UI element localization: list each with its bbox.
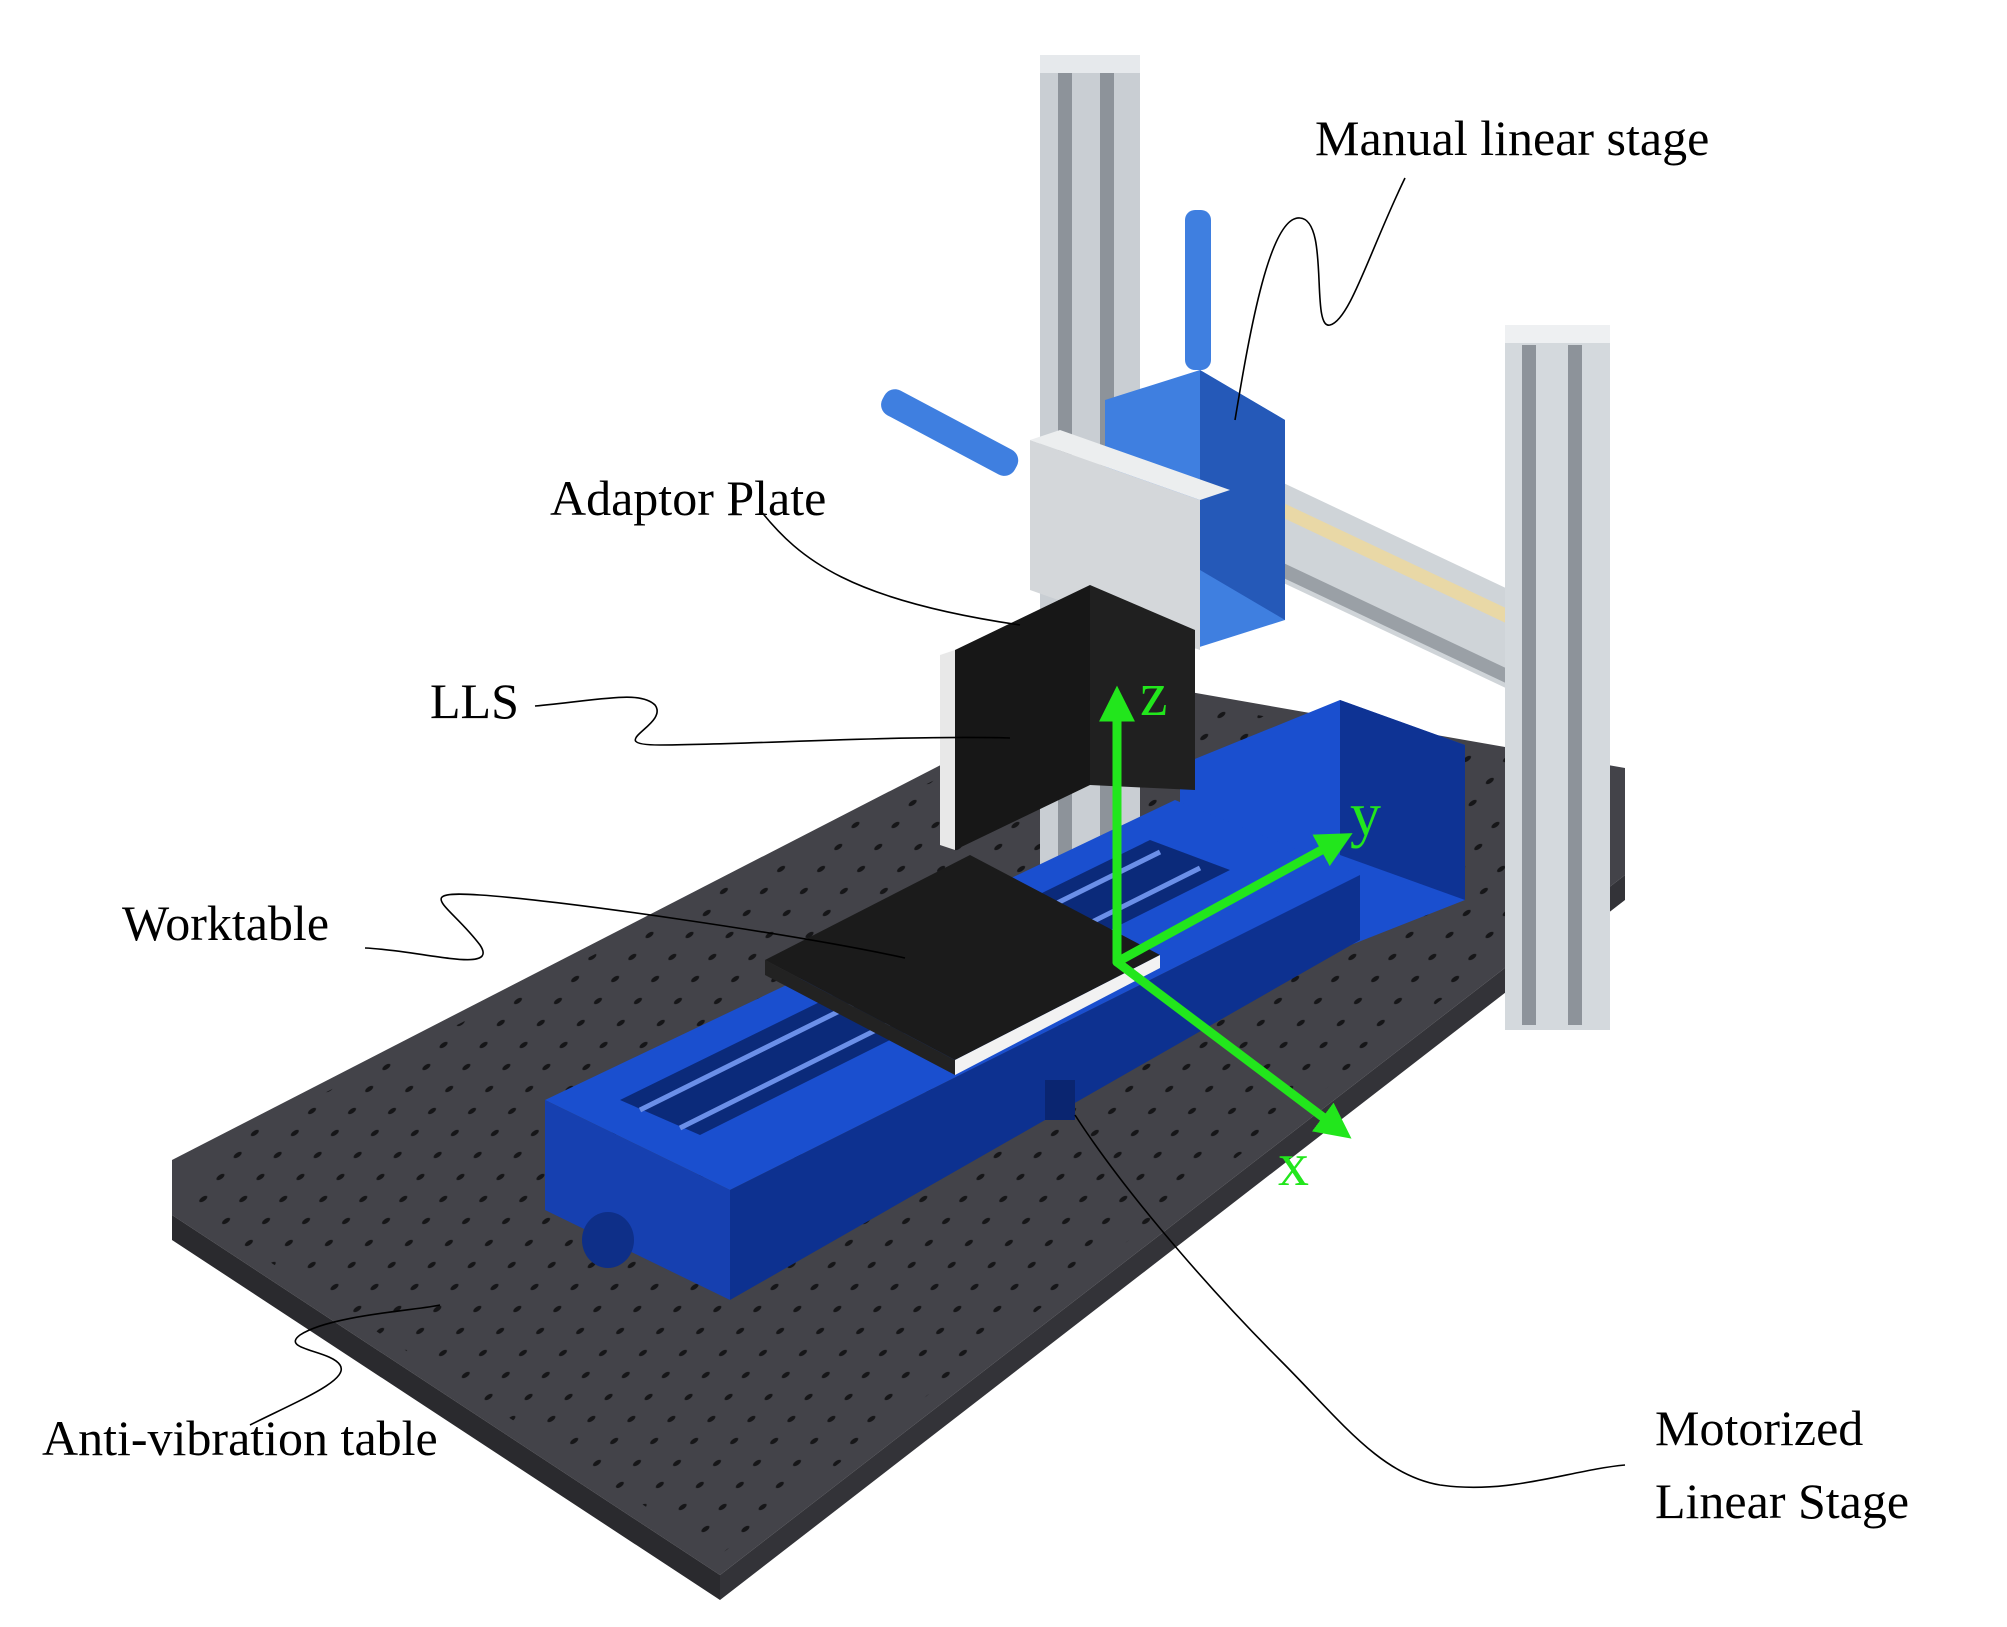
leader-lines (249, 177, 1626, 1489)
y-axis-label: y (1350, 781, 1381, 849)
label-motorized-line2: Linear Stage (1655, 1473, 1909, 1529)
leader-manual-stage (1234, 177, 1406, 421)
frame-post-right (1505, 335, 1610, 1030)
leader-anti-vibration (249, 1304, 441, 1426)
label-manual-linear-stage: Manual linear stage (1315, 110, 1709, 166)
callout-labels: Manual linear stage Adaptor Plate LLS Wo… (42, 110, 1909, 1529)
leader-motorized-stage (1074, 1114, 1626, 1489)
stage-knob (582, 1212, 634, 1268)
worktable-front (955, 955, 1160, 1075)
label-adaptor-plate: Adaptor Plate (550, 470, 826, 526)
label-worktable: Worktable (122, 895, 329, 951)
worktable-top (765, 855, 1160, 1060)
leader-adaptor-plate (759, 509, 1021, 626)
leader-lls (534, 696, 1011, 746)
lls-front (955, 585, 1090, 850)
label-lls: LLS (430, 673, 519, 729)
leader-worktable (364, 893, 906, 961)
y-axis-arrow (1112, 833, 1353, 967)
table-right-edge (720, 875, 1625, 1600)
worktable (765, 855, 1160, 1075)
coordinate-axes: z y x (1099, 661, 1381, 1199)
x-axis-label: x (1278, 1131, 1309, 1199)
z-axis-label: z (1140, 661, 1168, 729)
label-motorized-line1: Motorized (1655, 1400, 1863, 1456)
table-front-edge (172, 1160, 720, 1600)
label-anti-vibration-table: Anti-vibration table (42, 1410, 438, 1466)
x-axis-arrow (1112, 957, 1352, 1139)
stage-body-left (545, 1100, 730, 1300)
